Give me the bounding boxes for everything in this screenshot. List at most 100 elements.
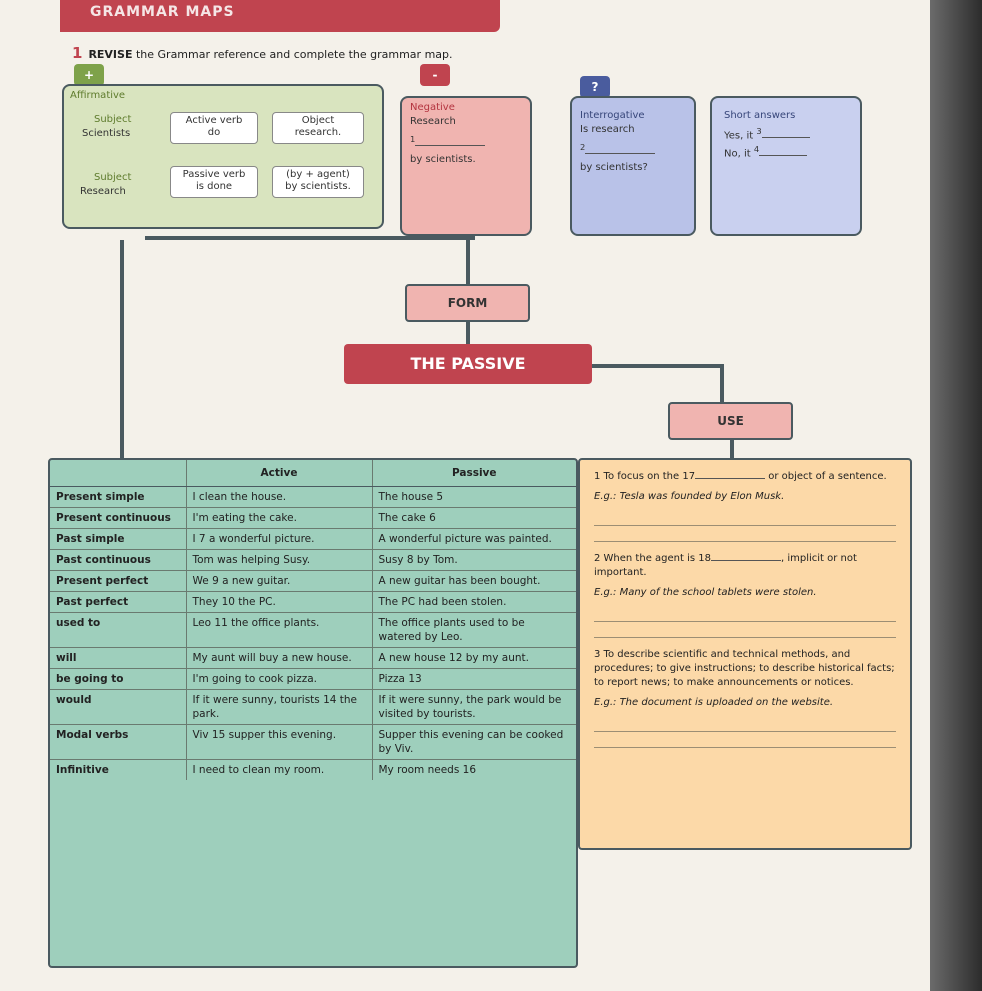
table-header-row: Active Passive	[50, 460, 576, 487]
form-label: FORM	[405, 284, 530, 322]
passive-cell: The PC had been stolen.	[371, 590, 576, 612]
affirmative-title: Affirmative	[70, 90, 126, 101]
tense-cell: be going to	[50, 667, 186, 689]
interrogative-subject: Is research	[580, 124, 635, 135]
agent-cell: (by + agent) by scientists.	[272, 166, 364, 198]
negative-title: Negative	[410, 102, 455, 113]
short-answers-title: Short answers	[724, 110, 796, 121]
active-cell: I'm going to cook pizza.	[185, 667, 372, 689]
passive-verb-label: Passive verb	[182, 169, 246, 180]
passive-cell: My room needs 16	[371, 758, 576, 780]
answer-line	[594, 732, 896, 748]
subject2-label: Subject	[94, 172, 132, 183]
interrogative-agent: by scientists?	[580, 162, 648, 173]
plus-marker: +	[74, 64, 104, 86]
answer-line	[594, 510, 896, 526]
object-label: Object	[301, 115, 335, 126]
connector-line	[120, 240, 124, 460]
blank-number: 4	[753, 144, 760, 154]
passive-cell: Susy 8 by Tom.	[371, 548, 576, 570]
tense-cell: Infinitive	[50, 758, 186, 780]
minus-marker: -	[420, 64, 450, 86]
use-example-3: E.g.: The document is uploaded on the we…	[594, 697, 834, 708]
interrogative-blank: 2	[580, 142, 656, 157]
use-label: USE	[668, 402, 793, 440]
tense-cell: Modal verbs	[50, 723, 186, 759]
the-passive-title: THE PASSIVE	[344, 344, 592, 384]
answer-line	[594, 606, 896, 622]
answer-line	[594, 526, 896, 542]
passive-verb-value: is done	[195, 181, 233, 192]
page-title: GRAMMAR MAPS	[90, 4, 235, 20]
no-text: No, it	[724, 148, 751, 160]
answer-line	[594, 716, 896, 732]
passive-cell: If it were sunny, the park would be visi…	[371, 688, 576, 724]
short-answers-box: Short answers Yes, it 3 No, it 4	[710, 96, 862, 236]
connector-line	[730, 440, 734, 458]
passive-cell: The house 5	[371, 485, 576, 507]
tense-cell: Past perfect	[50, 590, 186, 612]
instruction-text: the Grammar reference and complete the g…	[135, 48, 453, 61]
header-band	[60, 0, 500, 32]
tense-cell: will	[50, 646, 186, 668]
active-cell: I need to clean my room.	[185, 758, 372, 780]
agent-label: (by + agent)	[286, 169, 350, 180]
passive-header: Passive	[371, 460, 576, 487]
active-cell: Tom was helping Susy.	[185, 548, 372, 570]
connector-line	[466, 322, 470, 344]
interrogative-title: Interrogative	[580, 110, 645, 121]
short-answer-yes: Yes, it 3	[724, 126, 810, 141]
exercise-number: 1	[72, 44, 83, 62]
tense-cell: Past continuous	[50, 548, 186, 570]
tense-cell: Present perfect	[50, 569, 186, 591]
active-verb-label: Active verb	[185, 115, 243, 126]
object-value: research.	[294, 127, 342, 138]
yes-text: Yes, it	[724, 130, 754, 142]
blank-number: 1	[410, 134, 416, 144]
active-cell: I clean the house.	[185, 485, 372, 507]
answer-line	[594, 622, 896, 638]
connector-line	[720, 364, 724, 402]
active-header: Active	[185, 460, 372, 487]
tense-cell: used to	[50, 611, 186, 647]
blank-number: 3	[756, 126, 762, 136]
active-cell: Leo 11 the office plants.	[185, 611, 372, 647]
connector-line	[592, 364, 722, 368]
connector-line	[466, 238, 470, 284]
subject-label: Subject	[94, 114, 132, 125]
use-item-2-text: 2 When the agent is 18	[594, 553, 711, 564]
subject-value: Scientists	[82, 128, 131, 139]
active-cell: If it were sunny, tourists 14 the park.	[185, 688, 372, 724]
passive-cell: Pizza 13	[371, 667, 576, 689]
interrogative-box: Interrogative Is research 2 by scientist…	[570, 96, 696, 236]
connector-line	[145, 236, 475, 240]
use-item-2-tail: , implicit or not important.	[594, 553, 857, 578]
object-cell: Object research.	[272, 112, 364, 144]
active-verb-cell: Active verb do	[170, 112, 258, 144]
tense-cell: Past simple	[50, 527, 186, 549]
active-cell: We 9 a new guitar.	[185, 569, 372, 591]
active-cell: I 7 a wonderful picture.	[185, 527, 372, 549]
question-marker: ?	[580, 76, 610, 98]
active-cell: I'm eating the cake.	[185, 506, 372, 528]
use-item-1-tail: or object of a sentence.	[768, 471, 887, 482]
passive-verb-cell: Passive verb is done	[170, 166, 258, 198]
use-item-3: 3 To describe scientific and technical m…	[594, 649, 895, 688]
negative-subject: Research	[410, 116, 456, 127]
negative-agent: by scientists.	[410, 154, 476, 165]
negative-blank: 1	[410, 134, 486, 149]
use-box: 1 To focus on the 17 or object of a sent…	[578, 458, 912, 850]
passive-cell: A wonderful picture was painted.	[371, 527, 576, 549]
instruction-verb: REVISE	[88, 48, 133, 61]
